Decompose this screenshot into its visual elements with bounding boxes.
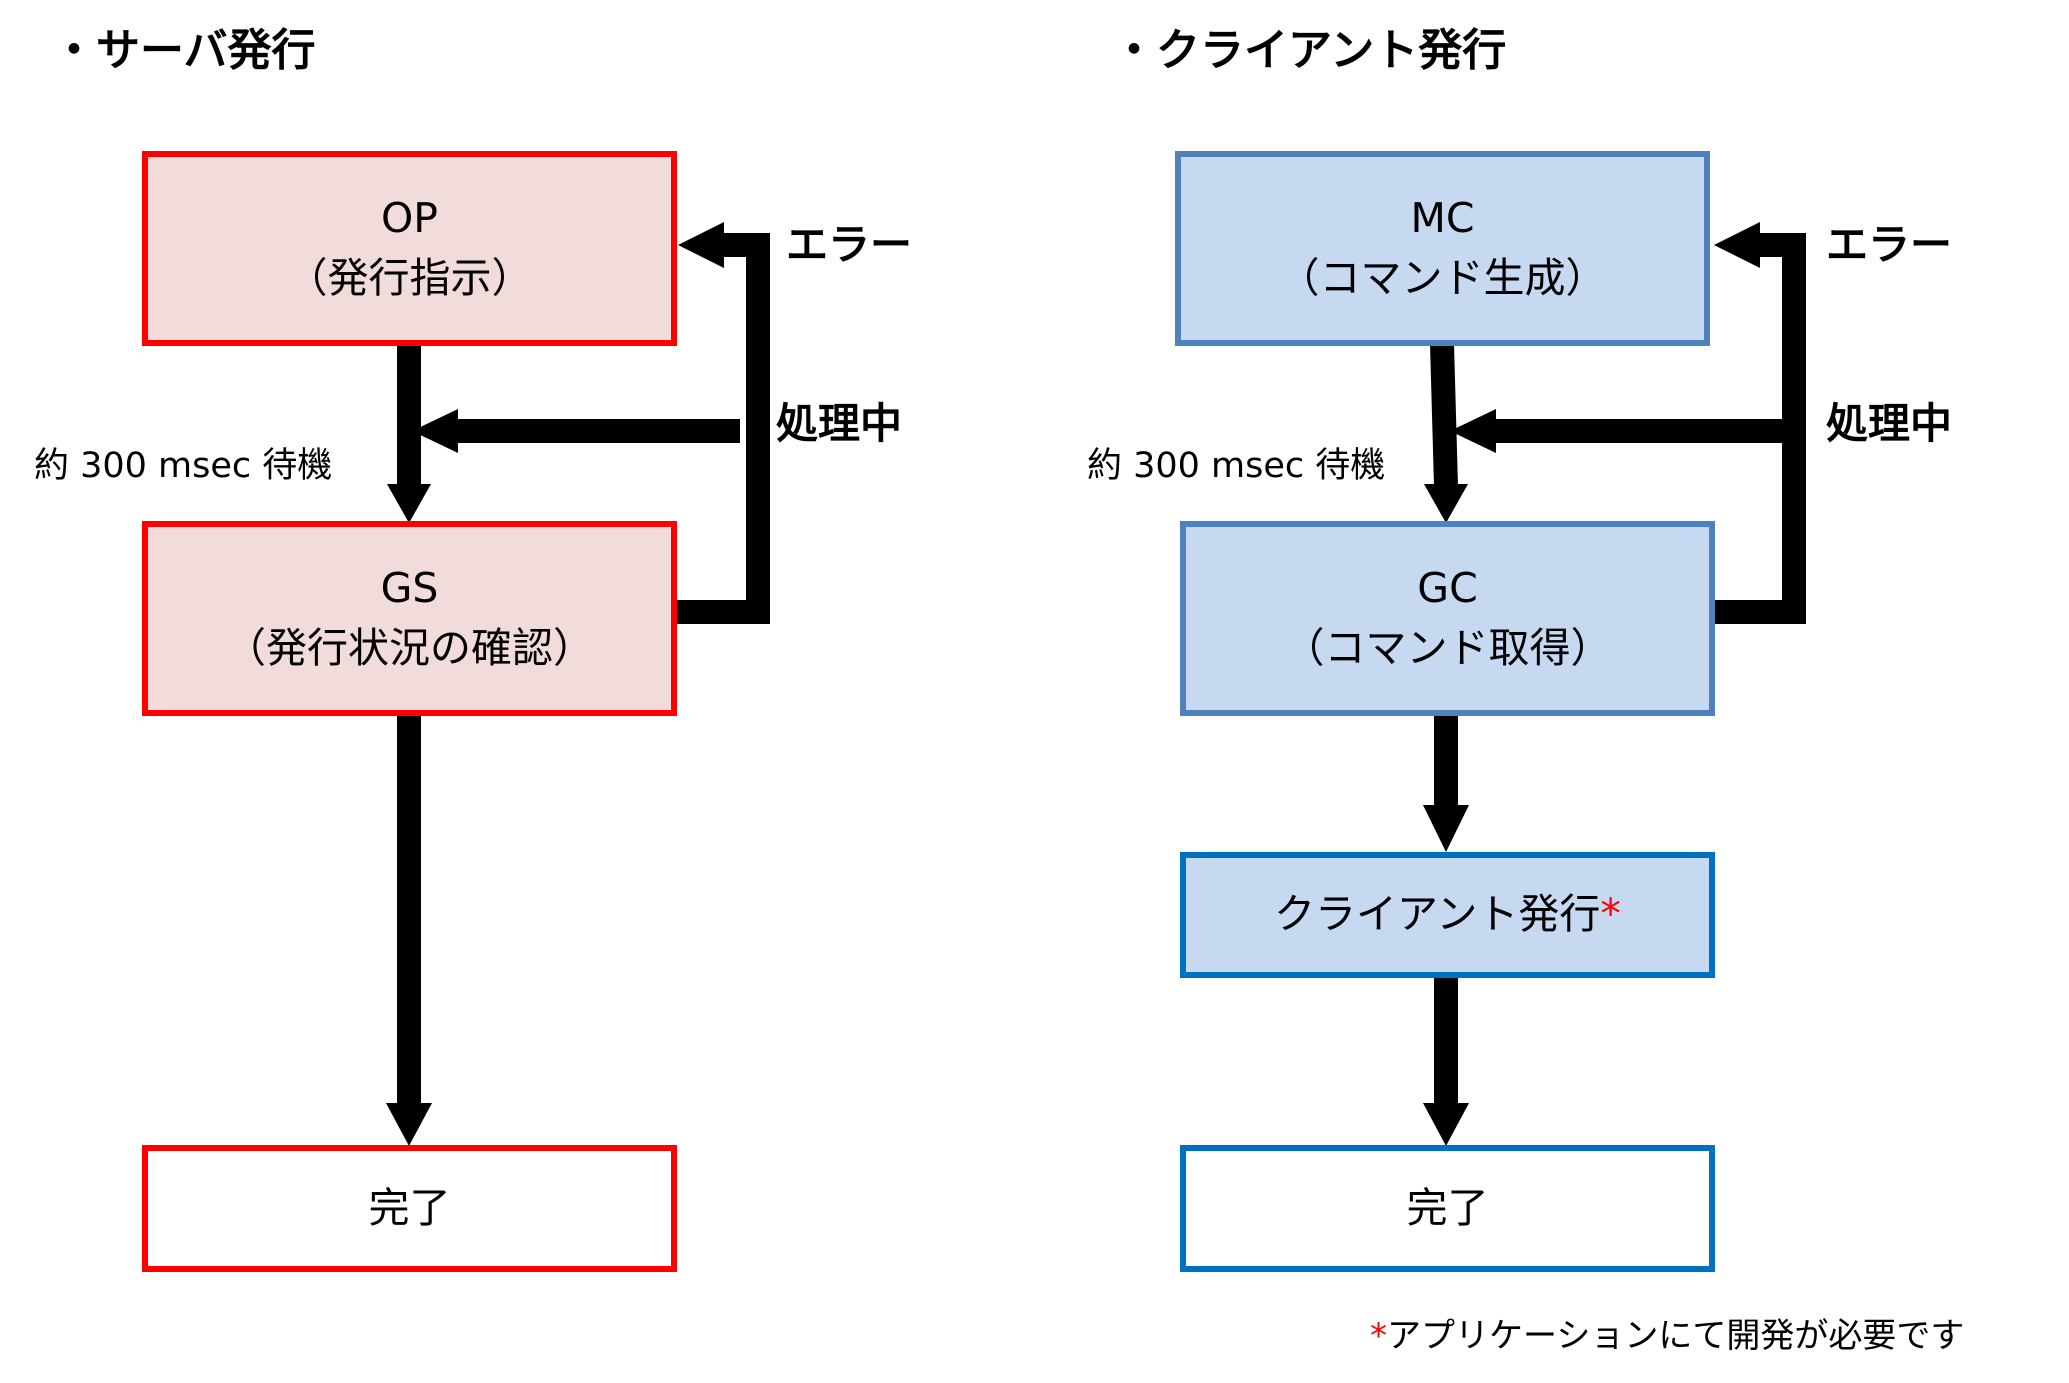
op-description: （発行指示） [286,253,533,302]
mc-code: MC [1410,194,1475,243]
client-error-loop [1710,233,1806,624]
server-issue-heading: ・サーバ発行 [52,25,316,76]
client-gc-to-issue-shaft [1434,715,1458,807]
server-processing-label: 処理中 [776,399,903,448]
server-error-arrowhead [678,222,724,268]
server-gs-to-done-arrowhead [386,1103,432,1146]
client-issue-label: クライアント発行 [1274,890,1601,939]
client-error-label: エラー [1826,220,1953,269]
footnote-asterisk: * [1370,1316,1387,1356]
client-wait-label: 約 300 msec 待機 [1087,446,1386,486]
server-processing-shaft [452,419,740,443]
client-issue-label-wrap: クライアント発行* [1274,885,1621,944]
server-error-loop [676,233,770,624]
op-box: OP （発行指示） [142,151,677,346]
client-error-arrowhead [1714,222,1760,268]
client-issue-heading: ・クライアント発行 [1112,25,1507,76]
server-op-to-gs-arrowhead [387,484,431,523]
client-issue-asterisk: * [1600,890,1621,939]
gc-code: GC [1417,564,1478,613]
server-processing-arrowhead [412,409,458,453]
gs-description: （発行状況の確認） [225,623,594,672]
client-mc-to-gc-arrowhead [1424,484,1468,523]
gc-box: GC （コマンド取得） [1180,521,1715,716]
server-done-box: 完了 [142,1145,677,1272]
client-done-box: 完了 [1180,1145,1715,1272]
client-issue-box: クライアント発行* [1180,852,1715,978]
op-code: OP [381,194,438,243]
client-processing-label: 処理中 [1826,399,1953,448]
gc-description: （コマンド取得） [1283,623,1612,672]
mc-box: MC （コマンド生成） [1175,151,1710,346]
gs-box: GS （発行状況の確認） [142,521,677,716]
server-gs-to-done-shaft [397,715,421,1105]
server-error-label: エラー [786,220,913,269]
server-done-label: 完了 [368,1183,451,1232]
server-op-to-gs-shaft [397,344,421,486]
client-processing-shaft [1490,419,1786,443]
server-wait-label: 約 300 msec 待機 [34,446,333,486]
client-mc-to-gc-shaft [1430,344,1458,486]
footnote-text: アプリケーションにて開発が必要です [1387,1316,1965,1356]
gs-code: GS [380,564,439,613]
client-gc-to-issue-arrowhead [1423,805,1469,852]
client-processing-arrowhead [1450,409,1496,453]
client-done-label: 完了 [1406,1183,1489,1232]
client-issue-to-done-shaft [1434,977,1458,1105]
mc-description: （コマンド生成） [1278,253,1607,302]
footnote: *アプリケーションにて開発が必要です [1370,1308,1964,1357]
client-issue-to-done-arrowhead [1423,1103,1469,1146]
